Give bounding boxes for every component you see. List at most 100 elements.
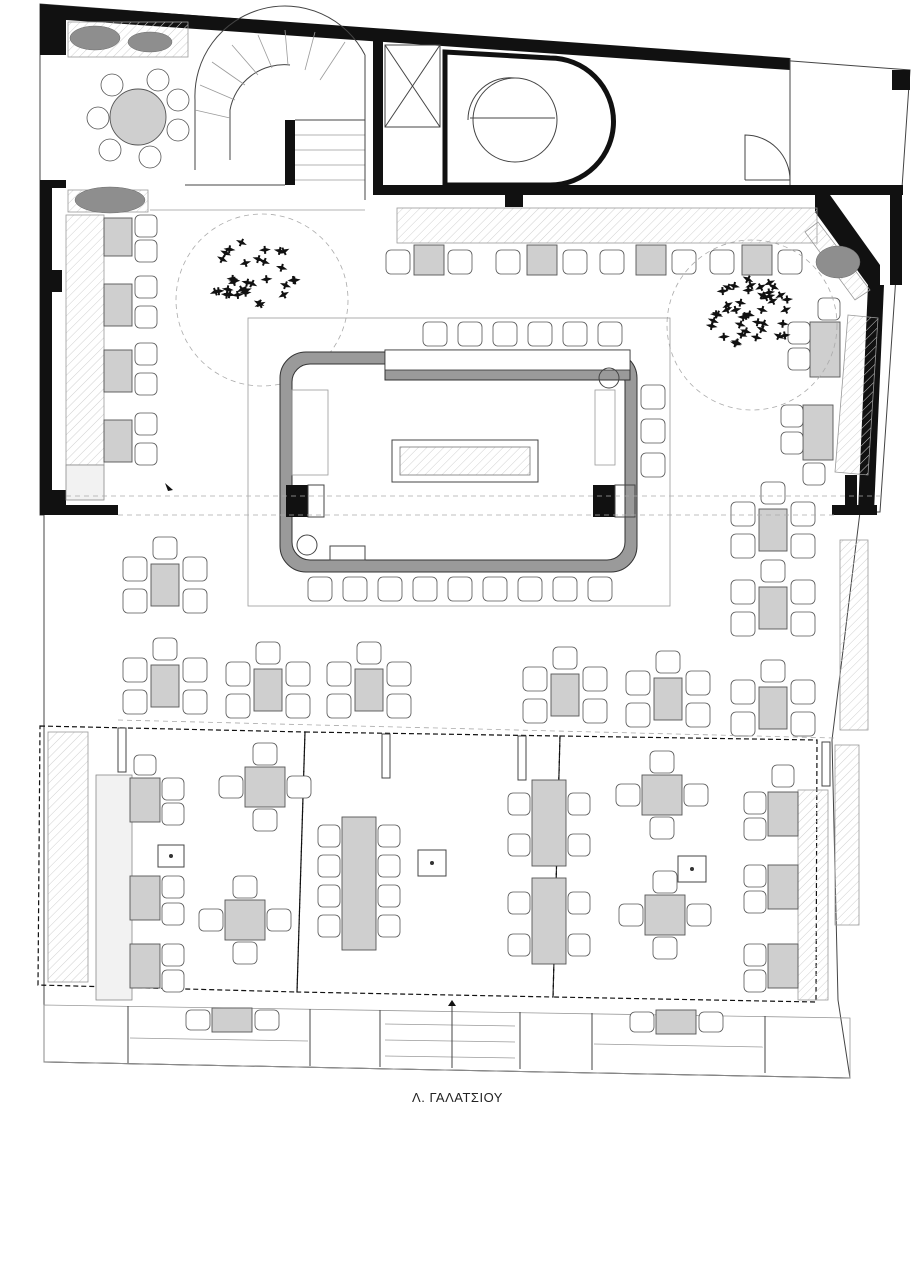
planter-top-left	[69, 25, 173, 214]
bird-figure	[217, 255, 228, 264]
bird-figure	[252, 254, 265, 264]
terrace-square-tables	[198, 742, 712, 965]
central-bar	[247, 317, 671, 607]
chair	[286, 775, 312, 799]
chair	[730, 501, 756, 527]
chair	[686, 903, 712, 927]
table	[253, 668, 283, 712]
bird-figure	[764, 278, 776, 287]
bird-figure	[728, 281, 740, 291]
chair	[522, 698, 548, 724]
dining-set	[122, 536, 208, 614]
chair	[386, 661, 412, 687]
table	[354, 668, 384, 712]
chair	[640, 384, 666, 410]
chair	[730, 679, 756, 705]
dining-set	[522, 646, 608, 724]
bird-figure	[258, 257, 270, 266]
bird-figure	[227, 277, 240, 287]
bird-figure	[239, 288, 252, 297]
chair	[482, 576, 508, 602]
chair	[790, 679, 816, 705]
chair	[285, 693, 311, 719]
chair	[730, 533, 756, 559]
street-name-label: Λ. ΓΑΛΑΤΣΙΟΥ	[412, 1090, 503, 1105]
chair	[790, 501, 816, 527]
chair	[522, 666, 548, 692]
table	[758, 508, 788, 552]
bird-figure	[258, 245, 271, 254]
chair	[457, 321, 483, 347]
chair	[760, 481, 786, 505]
upper-banquette-seating	[385, 207, 818, 276]
front-terrace-zones	[37, 725, 818, 1003]
chair	[649, 750, 675, 774]
chair	[790, 611, 816, 637]
bird-figure	[231, 290, 244, 299]
dining-area	[122, 481, 816, 737]
chair	[232, 875, 258, 899]
bird-figure	[729, 339, 742, 348]
chair	[582, 698, 608, 724]
chair	[685, 702, 711, 728]
chair	[625, 670, 651, 696]
table	[550, 673, 580, 717]
chair	[326, 661, 352, 687]
bird-figure	[773, 332, 785, 341]
bird-figure	[710, 310, 722, 319]
chair	[597, 321, 623, 347]
bird-figure	[705, 321, 718, 331]
chair	[492, 321, 518, 347]
decor-circle-right	[666, 239, 838, 411]
square-table-set	[218, 742, 312, 832]
bird-figure	[756, 305, 768, 315]
bird-figure	[750, 333, 763, 342]
table	[758, 686, 788, 730]
direction-arrow-icon	[165, 483, 173, 491]
chair	[730, 611, 756, 637]
bird-figure	[757, 291, 768, 300]
bird-figure	[254, 300, 266, 309]
table	[644, 894, 686, 936]
chair	[122, 657, 148, 683]
bird-figure	[223, 290, 236, 299]
chair	[198, 908, 224, 932]
decor-circle-left	[175, 213, 349, 387]
chair	[255, 641, 281, 665]
bird-figure	[239, 258, 252, 268]
chair	[225, 693, 251, 719]
bird-figure	[221, 285, 234, 294]
elevator-shaft	[384, 44, 441, 128]
chair	[182, 588, 208, 614]
chair	[266, 908, 292, 932]
bird-figure	[756, 325, 768, 334]
terrace-round-table-set	[67, 21, 190, 214]
bird-figure	[212, 287, 225, 296]
bird-figure	[223, 245, 236, 254]
bird-figure	[722, 301, 733, 310]
table	[244, 766, 286, 808]
chair	[232, 941, 258, 965]
bird-figure	[780, 305, 792, 314]
table	[150, 563, 180, 607]
table	[641, 774, 683, 816]
bird-figure	[734, 320, 746, 329]
bird-figure	[287, 275, 300, 285]
chair	[790, 533, 816, 559]
chair	[307, 576, 333, 602]
chair	[649, 816, 675, 840]
chair	[377, 576, 403, 602]
bird-figure	[775, 291, 786, 300]
chair	[618, 903, 644, 927]
chair	[790, 579, 816, 605]
chair	[517, 576, 543, 602]
chair	[615, 783, 641, 807]
chair	[412, 576, 438, 602]
reference-lines	[66, 495, 880, 739]
bird-figure	[240, 286, 252, 295]
street-frontage	[43, 1000, 851, 1079]
chair	[252, 808, 278, 832]
chair	[225, 661, 251, 687]
chair	[447, 576, 473, 602]
